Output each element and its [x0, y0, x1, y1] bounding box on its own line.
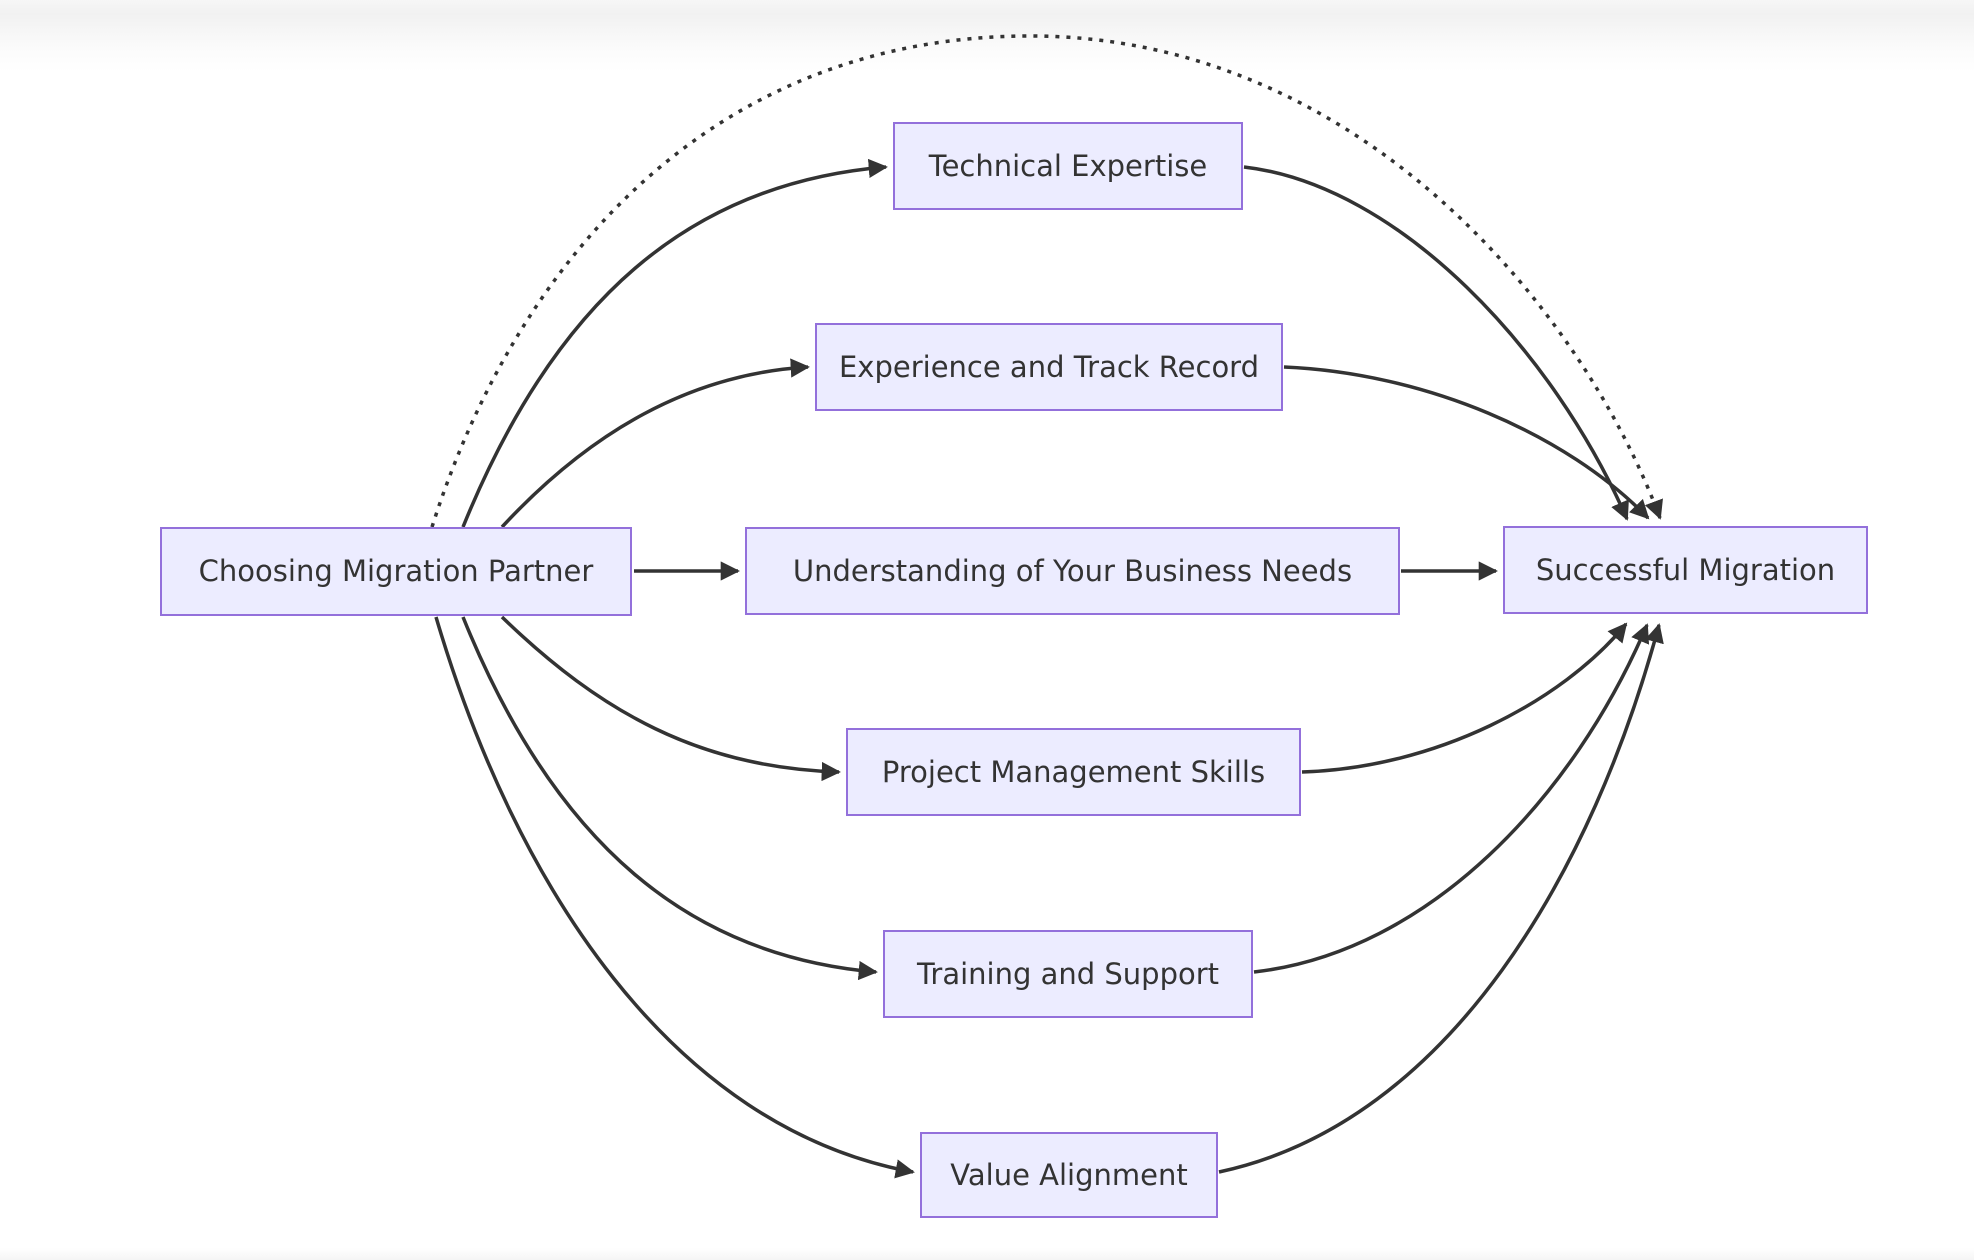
edge-choosing-to-value — [434, 616, 915, 1179]
edge-experience-to-successful — [1283, 365, 1650, 520]
edge-choosing-to-successful-dotted — [430, 34, 1663, 528]
node-label: Choosing Migration Partner — [198, 554, 594, 589]
node-value-alignment: Value Alignment — [920, 1132, 1218, 1218]
node-understanding-of-business-needs: Understanding of Your Business Needs — [745, 527, 1400, 615]
node-experience-and-track-record: Experience and Track Record — [815, 323, 1283, 411]
node-label: Understanding of Your Business Needs — [792, 553, 1353, 588]
edge-choosing-to-experience — [500, 358, 810, 529]
edge-choosing-to-technical — [461, 158, 888, 528]
node-successful-migration: Successful Migration — [1503, 526, 1868, 614]
edge-value-to-successful — [1218, 623, 1664, 1174]
node-label: Successful Migration — [1535, 552, 1836, 587]
edge-training-to-successful — [1253, 623, 1650, 974]
edge-choosing-to-training — [461, 616, 878, 981]
node-label: Project Management Skills — [881, 754, 1266, 789]
node-choosing-migration-partner: Choosing Migration Partner — [160, 527, 632, 616]
node-project-management-skills: Project Management Skills — [846, 728, 1301, 816]
edge-technical-to-successful — [1243, 165, 1629, 521]
node-label: Technical Expertise — [928, 148, 1208, 183]
edge-project-to-successful — [1301, 622, 1628, 774]
edge-choosing-to-project — [500, 615, 841, 782]
node-label: Training and Support — [916, 956, 1220, 991]
node-technical-expertise: Technical Expertise — [893, 122, 1243, 210]
node-label: Value Alignment — [950, 1157, 1188, 1192]
node-label: Experience and Track Record — [838, 349, 1260, 384]
node-training-and-support: Training and Support — [883, 930, 1253, 1018]
